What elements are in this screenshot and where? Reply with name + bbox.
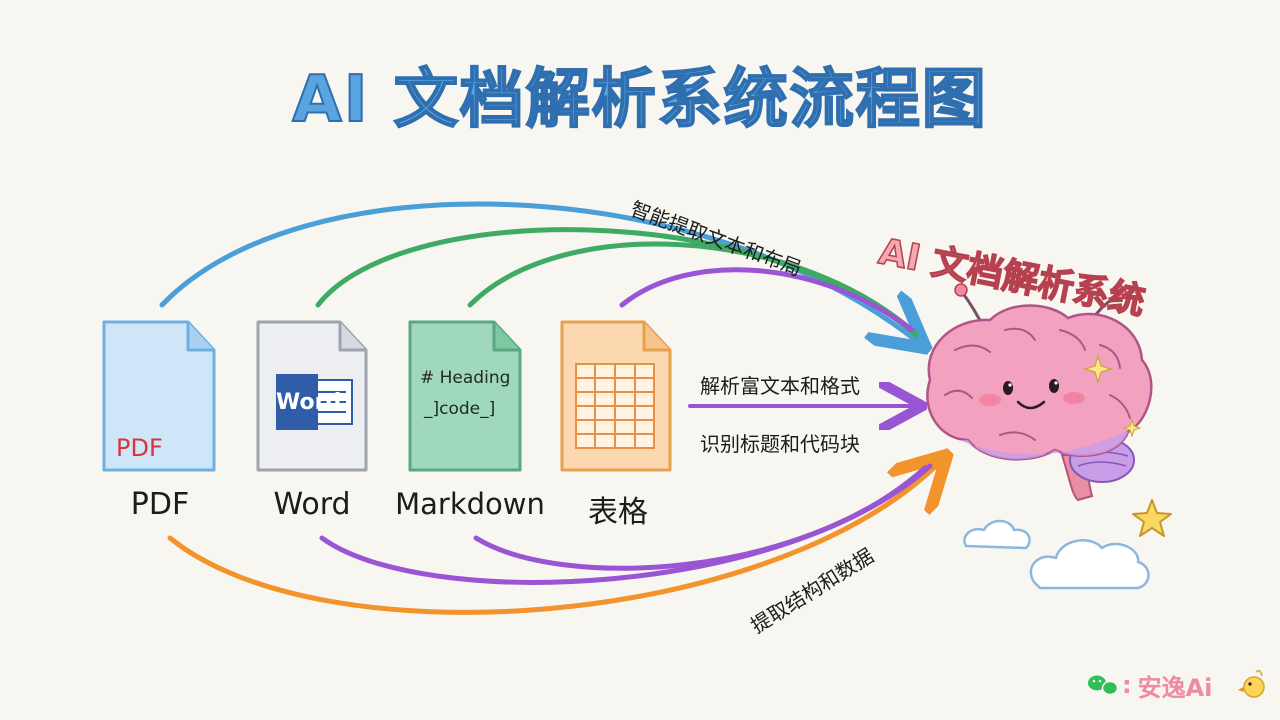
arrow-markdown-top bbox=[467, 241, 917, 335]
flow-label-middle-2: 识别标题和代码块 bbox=[700, 432, 860, 456]
flow-label-middle-1: 解析富文本和格式 bbox=[700, 374, 860, 398]
arrow-markdown-bottom bbox=[473, 465, 928, 571]
watermark-text: 安逸Ai bbox=[1137, 673, 1213, 702]
chick-icon bbox=[1238, 669, 1265, 698]
markdown-code-text: _]code_] bbox=[424, 399, 496, 419]
page-title: AI 文档解析系统流程图 bbox=[291, 62, 988, 138]
small-cloud-icon bbox=[963, 519, 1031, 550]
markdown-heading-text: # Heading bbox=[420, 368, 511, 388]
word-icon-text: Word bbox=[276, 390, 342, 415]
word-document-icon bbox=[256, 320, 368, 472]
star-icon bbox=[1132, 499, 1172, 537]
arrow-pdf-top bbox=[159, 201, 918, 342]
large-cloud-icon bbox=[1029, 539, 1150, 590]
watermark-separator: : bbox=[1122, 671, 1132, 699]
table-label: 表格 bbox=[588, 495, 648, 530]
watermark: : 安逸Ai bbox=[1088, 668, 1212, 702]
markdown-label: Markdown bbox=[395, 487, 545, 521]
brain-character-icon bbox=[926, 283, 1153, 502]
arrow-table-top bbox=[619, 267, 915, 333]
arrow-pdf-bottom bbox=[167, 462, 940, 615]
wechat-icon bbox=[1088, 675, 1119, 696]
table-document-icon bbox=[560, 320, 672, 472]
word-label: Word bbox=[273, 487, 351, 522]
pdf-document-icon bbox=[102, 320, 216, 472]
markdown-document-icon bbox=[408, 320, 522, 472]
pdf-icon-text: PDF bbox=[116, 434, 163, 462]
pdf-label: PDF bbox=[130, 487, 190, 522]
